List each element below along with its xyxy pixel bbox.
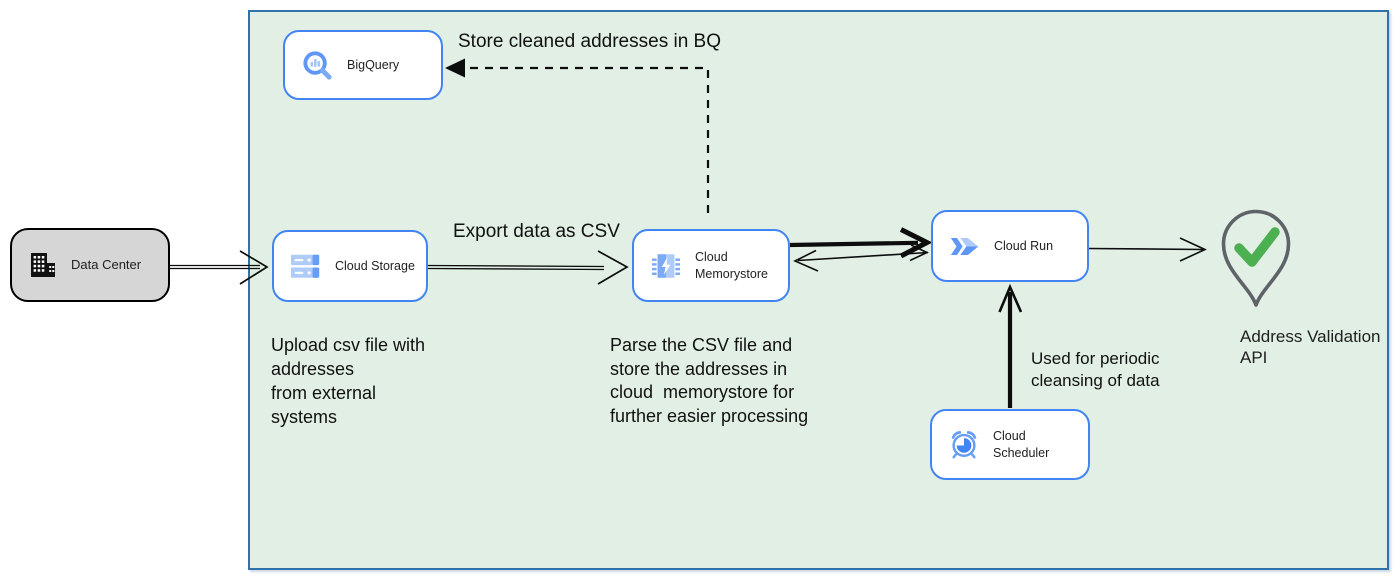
memorystore-chip-icon (650, 251, 682, 281)
node-label: Cloud Storage (335, 258, 415, 273)
building-icon (28, 250, 58, 280)
node-data-center[interactable]: Data Center (10, 228, 170, 302)
node-bigquery[interactable]: BigQuery (283, 30, 443, 100)
location-pin-check-icon (1216, 209, 1296, 314)
annotation-upload-note: Upload csv file with addresses from exte… (271, 335, 426, 427)
cloud-boundary (248, 10, 1389, 570)
node-label: Cloud Run (994, 238, 1054, 253)
node-address-validation-api[interactable] (1216, 206, 1296, 310)
node-cloud-memorystore[interactable]: Cloud Memorystore (632, 229, 790, 302)
node-label: Cloud Memorystore (695, 250, 768, 281)
cloud-storage-icon (290, 253, 322, 280)
annotation-parse-note: Parse the CSV file and store the address… (610, 335, 809, 426)
annotation-store-cleaned-bq: Store cleaned addresses in BQ (458, 31, 721, 52)
cloud-run-icon (949, 233, 981, 260)
node-cloud-storage[interactable]: Cloud Storage (272, 230, 428, 302)
annotation-periodic-note: Used for periodic cleansing of data (1031, 349, 1160, 390)
bigquery-icon (301, 49, 334, 82)
node-cloud-scheduler[interactable]: Cloud Scheduler (930, 409, 1090, 480)
node-label: Data Center (71, 257, 142, 273)
annotation-export-csv: Export data as CSV (453, 221, 620, 242)
node-label: Cloud Scheduler (993, 429, 1050, 460)
address-validation-api-label: Address Validation API (1240, 327, 1381, 367)
node-label: BigQuery (347, 57, 400, 72)
node-cloud-run[interactable]: Cloud Run (931, 210, 1089, 282)
scheduler-clock-icon (948, 429, 980, 460)
